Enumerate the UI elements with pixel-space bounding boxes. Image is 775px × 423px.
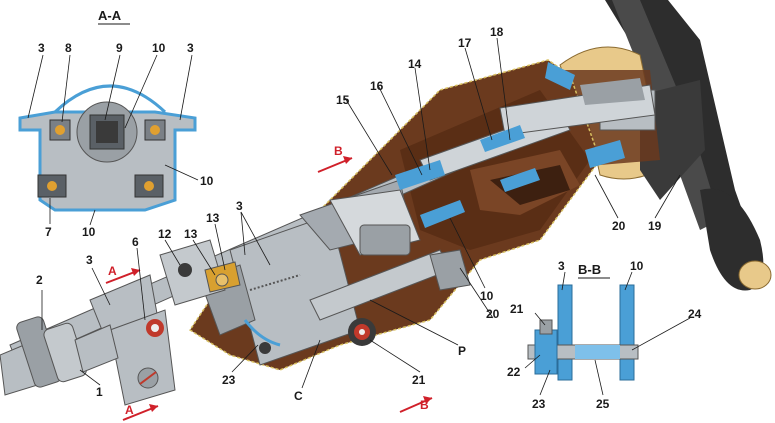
callout-10-aa: 10: [82, 225, 96, 239]
callout-21-bb: 22: [507, 365, 521, 379]
callout-13-lower: 13: [206, 211, 220, 225]
section-mark-a-top: A: [108, 264, 117, 278]
callout-3-aa-left: 3: [38, 41, 45, 55]
callout-11: 12: [158, 227, 172, 241]
callout-22: 23: [222, 373, 236, 387]
callout-21-housing: 21: [412, 373, 426, 387]
cutting-plane-b-bottom: B: [399, 396, 433, 413]
section-title-aa: A-A: [98, 8, 122, 23]
callout-7: 9: [116, 41, 123, 55]
callout-19: 20: [612, 219, 626, 233]
callout-17: 18: [490, 25, 504, 39]
letter-c: C: [294, 389, 303, 403]
callout-20-bb: 21: [510, 302, 524, 316]
cutting-plane-a-bottom: A: [122, 403, 159, 421]
callout-15: 16: [370, 79, 384, 93]
callout-14: 15: [336, 93, 350, 107]
callout-9: 10: [200, 174, 214, 188]
callout-6: 8: [65, 41, 72, 55]
callout-5: 7: [45, 225, 52, 239]
callout-13-upper: 14: [408, 57, 422, 71]
callout-3-bracket: 3: [236, 199, 243, 213]
letter-p: P: [458, 344, 466, 358]
mounting-bracket: [199, 179, 471, 366]
callout-10-housing: 10: [480, 289, 494, 303]
universal-joint: [0, 316, 119, 396]
callout-8: 10: [152, 41, 166, 55]
callout-18: 19: [648, 219, 662, 233]
callout-12: 13: [184, 227, 198, 241]
callout-3-lower: 3: [86, 253, 93, 267]
callout-2: 2: [36, 273, 43, 287]
callout-10-bb: 10: [630, 259, 644, 273]
callout-16: 17: [458, 36, 472, 50]
callout-25: 25: [596, 397, 610, 411]
section-title-bb: B-B: [578, 262, 601, 277]
callout-labels: 3 8 9 10 3 10 10 7 2 3 1 6 12 13 13 3 23…: [36, 25, 702, 411]
callout-4: 6: [132, 235, 139, 249]
section-aa: [18, 84, 197, 212]
section-mark-b-bottom: B: [420, 398, 429, 412]
section-mark-a-bottom: A: [125, 403, 134, 417]
section-bb: [527, 284, 639, 381]
callout-23: 23: [532, 397, 546, 411]
callout-20-housing: 20: [486, 307, 500, 321]
bearing-bushings: [395, 62, 625, 228]
leader-lines: [27, 37, 691, 396]
callout-1: 1: [96, 385, 103, 399]
cutting-plane-b-top: B: [317, 144, 353, 173]
section-mark-b-top: B: [334, 144, 343, 158]
callout-3-aa-right: 3: [187, 41, 194, 55]
callout-24: 24: [688, 307, 702, 321]
callout-3-bb: 3: [558, 259, 565, 273]
cutting-plane-a-top: A: [105, 264, 141, 284]
